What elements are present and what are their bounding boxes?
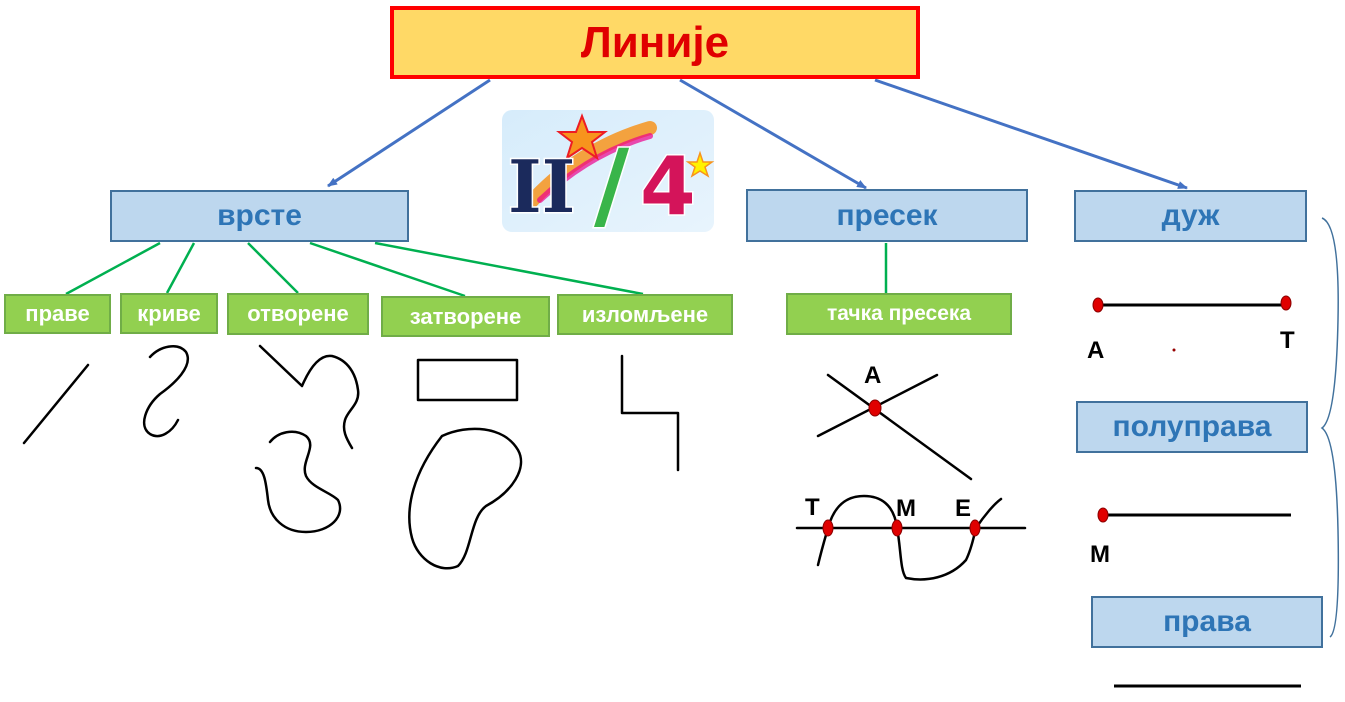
label-point-m-wave: М <box>896 495 916 522</box>
segment-label: дуж <box>1161 199 1220 232</box>
ray-label: полуправа <box>1112 410 1272 443</box>
intersection-points <box>822 399 981 537</box>
title-box: Линије <box>390 6 920 79</box>
open-line-example <box>254 344 360 534</box>
kinds-label: врсте <box>217 199 302 232</box>
arrow-to-intersection <box>679 78 867 190</box>
connector-curved <box>165 242 196 294</box>
green-connectors <box>65 241 888 298</box>
ray-box: полуправа <box>1076 401 1308 453</box>
kind-label: отворене <box>247 301 349 326</box>
intersect-line-2 <box>826 373 973 481</box>
title-arrows <box>327 78 1188 190</box>
label-point-a-segment: А <box>1087 337 1105 364</box>
shooting-star-trail-inner <box>537 133 653 203</box>
label-point-m-ray: М <box>1090 541 1110 568</box>
connector-straight <box>65 241 161 296</box>
point-a-segment <box>1092 297 1104 313</box>
kind-box-straight: праве <box>4 294 111 334</box>
examples-segment <box>1098 303 1301 688</box>
kind-label: изломљене <box>581 301 709 327</box>
connector-closed <box>309 241 466 298</box>
kind-box-closed: затворене <box>381 296 550 337</box>
intersection-point-label: тачка пресека <box>826 302 972 325</box>
curly-brace <box>1320 217 1340 638</box>
arrow-to-kinds <box>327 78 491 188</box>
point-t-wave <box>822 519 834 537</box>
examples-kinds <box>22 344 680 570</box>
kind-label: криве <box>137 300 201 326</box>
broken-line-example <box>620 354 680 472</box>
straight-line-example <box>22 363 90 445</box>
connector-open <box>247 242 299 294</box>
label-point-e-wave: Е <box>955 495 972 522</box>
intersection-label: пресек <box>836 198 938 232</box>
connector-broken <box>374 241 644 296</box>
kind-box-curved: криве <box>120 293 218 334</box>
point-e-wave <box>969 519 981 537</box>
stray-dot <box>1172 348 1176 352</box>
segment-box: дуж <box>1074 190 1307 242</box>
kind-box-broken: изломљене <box>557 294 733 335</box>
closed-line-example <box>408 358 523 570</box>
kind-label: праве <box>25 301 90 326</box>
examples-intersection <box>795 373 1027 581</box>
arrow-to-segment <box>874 78 1188 190</box>
label-point-a-intersection: А <box>864 362 882 389</box>
logo-badge: II / 4 <box>502 110 715 234</box>
intersection-point-box: тачка пресека <box>786 293 1012 335</box>
star-icon <box>556 113 608 161</box>
kind-box-open: отворене <box>227 293 369 335</box>
diagram-title: Линије <box>580 17 730 67</box>
kinds-box: врсте <box>110 190 409 242</box>
kind-label: затворене <box>409 303 522 329</box>
logo-slash: / <box>594 129 630 234</box>
point-m-wave <box>891 519 903 537</box>
point-a-intersection <box>868 399 882 417</box>
logo-numeral: II <box>508 144 575 229</box>
shooting-star-trail <box>523 121 657 210</box>
line-box: права <box>1091 596 1323 648</box>
point-t-segment <box>1280 295 1292 311</box>
curved-line-example <box>142 345 189 438</box>
line-label: права <box>1163 605 1251 638</box>
label-point-t-wave: Т <box>805 494 820 521</box>
intersection-box: пресек <box>746 189 1028 242</box>
logo-digit: 4 <box>640 140 696 233</box>
segment-points <box>1092 295 1292 523</box>
star-small-icon <box>685 150 715 178</box>
point-m-ray <box>1097 507 1109 523</box>
label-point-t-segment: Т <box>1280 327 1295 354</box>
